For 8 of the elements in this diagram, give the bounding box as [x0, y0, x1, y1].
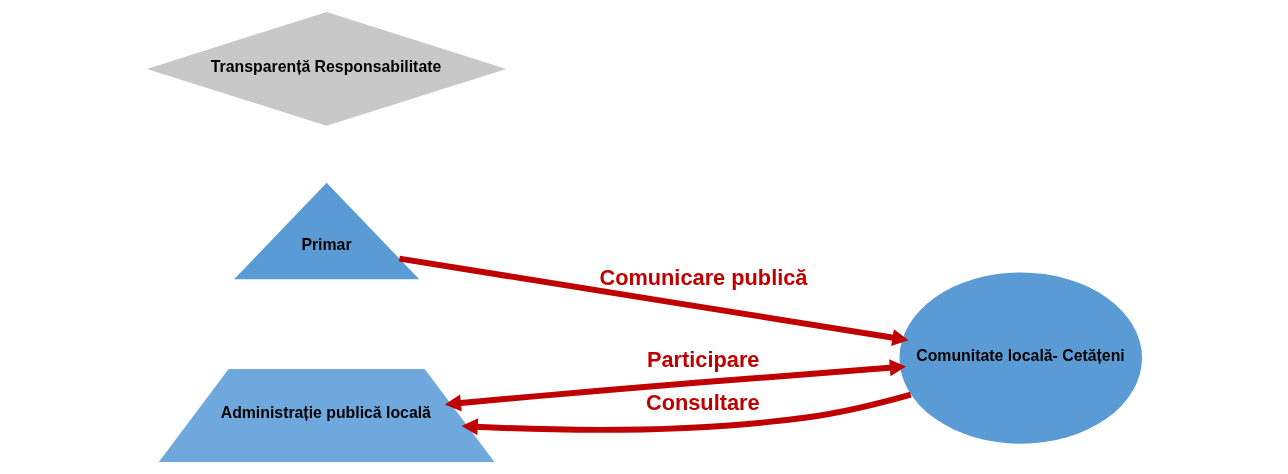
edge-label: Comunicare publică [598, 265, 807, 291]
node-ellipse: Comunitate locală- Cetățeni [898, 272, 1142, 444]
edge-label: Participare [646, 346, 759, 372]
arrow [398, 255, 909, 347]
arrow [461, 391, 912, 436]
arrow [444, 359, 906, 412]
node-diamond: Transparență Responsabilitate [146, 12, 506, 126]
edge-label: Consultare [645, 390, 760, 416]
